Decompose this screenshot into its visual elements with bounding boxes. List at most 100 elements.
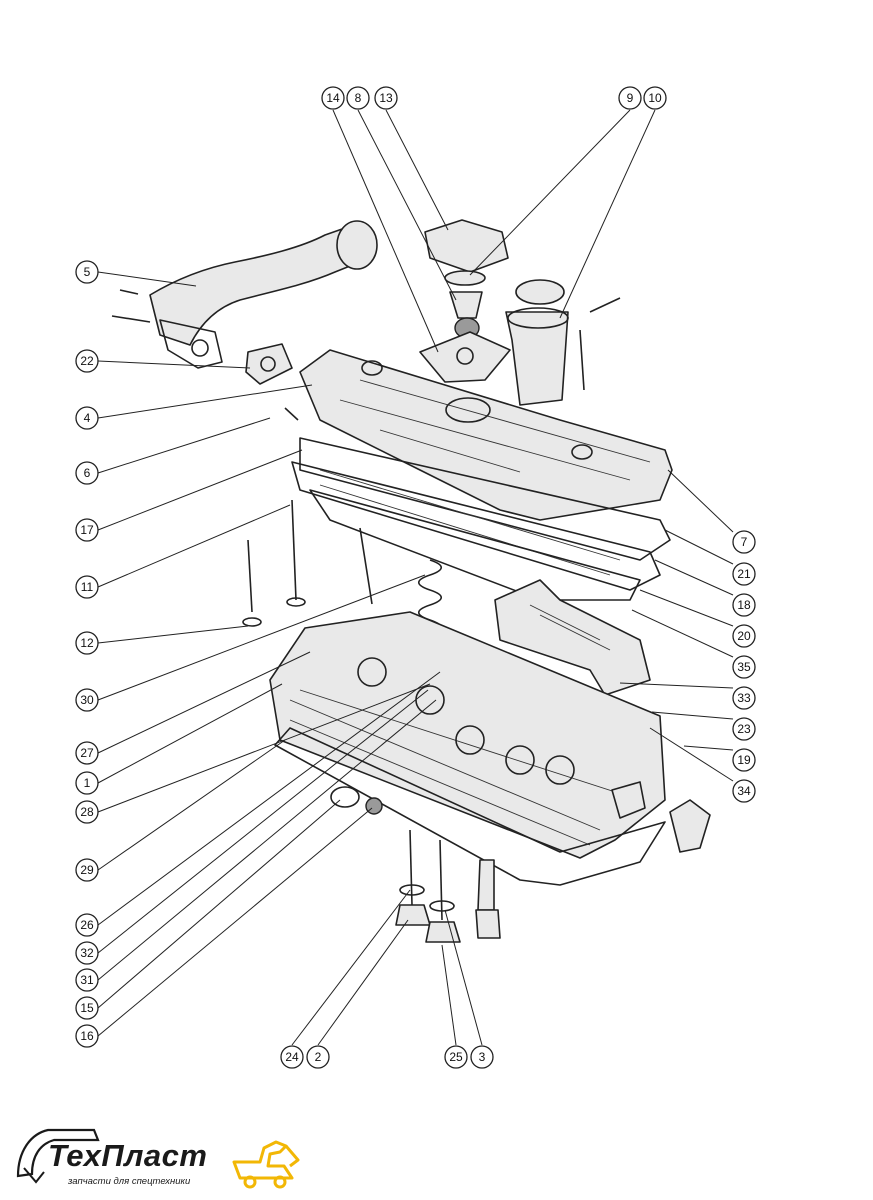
parts-drawing — [111, 219, 711, 943]
cylinder-head — [269, 611, 666, 859]
callout-7: 7 — [732, 530, 756, 554]
svg-text:22: 22 — [80, 354, 94, 368]
callout-26: 26 — [75, 913, 99, 937]
callout-5: 5 — [75, 260, 99, 284]
svg-text:10: 10 — [648, 91, 662, 105]
callout-16: 16 — [75, 1024, 99, 1048]
callout-22: 22 — [75, 349, 99, 373]
svg-text:24: 24 — [285, 1050, 299, 1064]
callout-32: 32 — [75, 941, 99, 965]
thermostat — [449, 291, 483, 319]
valve-exhaust — [439, 839, 443, 921]
callout-28: 28 — [75, 800, 99, 824]
svg-text:7: 7 — [741, 535, 748, 549]
callout-4: 4 — [75, 406, 99, 430]
svg-text:4: 4 — [84, 411, 91, 425]
thermostat-gasket — [419, 331, 511, 383]
callout-8: 8 — [346, 86, 370, 110]
callout-23: 23 — [732, 717, 756, 741]
svg-text:2: 2 — [315, 1050, 322, 1064]
svg-text:19: 19 — [737, 753, 751, 767]
bolt-long — [291, 499, 297, 601]
svg-text:1: 1 — [84, 776, 91, 790]
leader-lines — [97, 109, 734, 1046]
svg-text:28: 28 — [80, 805, 94, 819]
callout-33: 33 — [732, 686, 756, 710]
callout-18: 18 — [732, 593, 756, 617]
callout-17: 17 — [75, 518, 99, 542]
callout-6: 6 — [75, 461, 99, 485]
callout-2: 2 — [306, 1045, 330, 1069]
svg-text:9: 9 — [627, 91, 634, 105]
svg-text:25: 25 — [449, 1050, 463, 1064]
callout-25: 25 — [444, 1045, 468, 1069]
svg-text:26: 26 — [80, 918, 94, 932]
callout-11: 11 — [75, 575, 99, 599]
excavator-arm-icon — [16, 1128, 100, 1178]
pipe-flange — [159, 319, 223, 369]
callout-13: 13 — [374, 86, 398, 110]
callout-15: 15 — [75, 996, 99, 1020]
svg-text:34: 34 — [737, 784, 751, 798]
side-cover — [669, 799, 711, 853]
callout-20: 20 — [732, 624, 756, 648]
head-gasket — [274, 727, 666, 886]
callout-3: 3 — [470, 1045, 494, 1069]
flange-gasket — [245, 343, 293, 385]
filler-cap — [515, 279, 565, 305]
callout-27: 27 — [75, 741, 99, 765]
svg-text:6: 6 — [84, 466, 91, 480]
svg-text:21: 21 — [737, 567, 751, 581]
core-plug — [330, 786, 360, 808]
callout-21: 21 — [732, 562, 756, 586]
svg-text:30: 30 — [80, 693, 94, 707]
svg-text:17: 17 — [80, 523, 94, 537]
valve-inlet — [409, 829, 413, 906]
logo-name: ТехПласт — [48, 1138, 208, 1173]
callout-31: 31 — [75, 968, 99, 992]
excavator-icon — [232, 1140, 294, 1180]
rocker-shaft-assembly — [494, 579, 651, 696]
callout-30: 30 — [75, 688, 99, 712]
svg-text:13: 13 — [379, 91, 393, 105]
svg-text:27: 27 — [80, 746, 94, 760]
logo-tagline: запчасти для спецтехники — [68, 1176, 191, 1187]
outlet-boss — [611, 781, 646, 819]
svg-text:11: 11 — [81, 580, 94, 594]
svg-text:29: 29 — [80, 863, 94, 877]
callout-19: 19 — [732, 748, 756, 772]
long-bolt — [579, 329, 585, 391]
svg-text:15: 15 — [80, 1001, 94, 1015]
thermostat-ring — [444, 270, 486, 286]
pipe-bolt — [111, 315, 151, 323]
svg-text:23: 23 — [737, 722, 751, 736]
svg-text:32: 32 — [80, 946, 94, 960]
callout-34: 34 — [732, 779, 756, 803]
svg-text:31: 31 — [80, 973, 94, 987]
bolt-small — [284, 407, 299, 421]
filler-tube — [505, 311, 569, 406]
thermostat-cover — [424, 219, 509, 273]
svg-text:18: 18 — [737, 598, 751, 612]
pipe-hose-end — [336, 220, 378, 270]
housing-gasket — [309, 489, 641, 601]
bolt-medium — [247, 539, 253, 613]
callout-9: 9 — [618, 86, 642, 110]
valve-guide — [477, 859, 495, 911]
callout-14: 14 — [321, 86, 345, 110]
pushrod — [359, 527, 373, 605]
svg-text:33: 33 — [737, 691, 751, 705]
svg-text:16: 16 — [80, 1029, 94, 1043]
svg-text:12: 12 — [80, 636, 94, 650]
callout-1: 1 — [75, 771, 99, 795]
callout-35: 35 — [732, 655, 756, 679]
svg-text:14: 14 — [326, 91, 340, 105]
svg-text:20: 20 — [737, 629, 751, 643]
callout-12: 12 — [75, 631, 99, 655]
svg-text:5: 5 — [84, 265, 91, 279]
callout-10: 10 — [643, 86, 667, 110]
svg-text:8: 8 — [355, 91, 362, 105]
rocker-housing — [291, 461, 661, 591]
